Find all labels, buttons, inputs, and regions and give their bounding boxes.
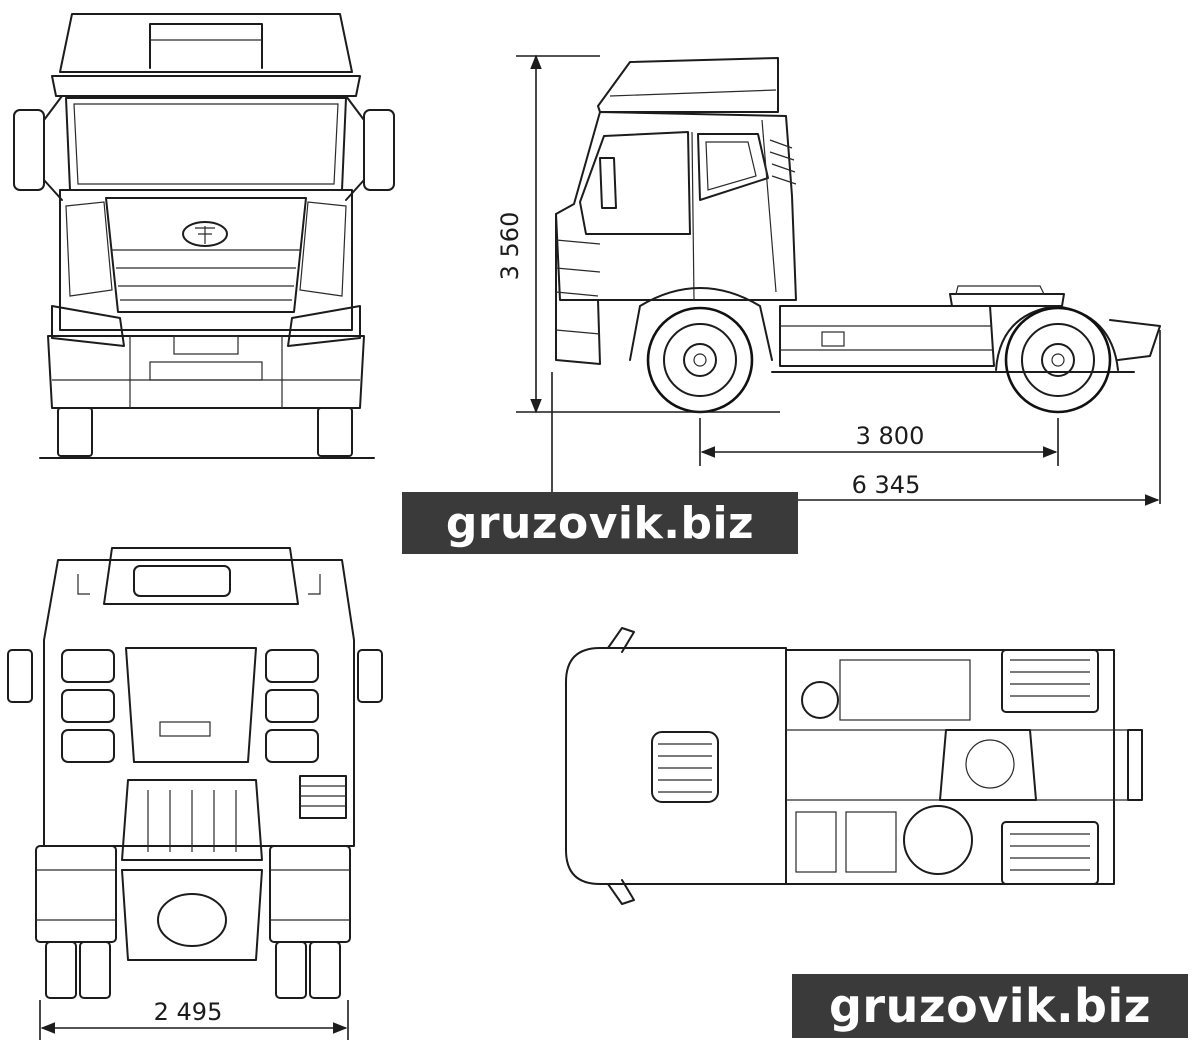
rear-wheel bbox=[1004, 306, 1112, 414]
brand-emblem-icon bbox=[182, 221, 228, 247]
left-headlight bbox=[51, 305, 125, 347]
width-dimension-label: 2 495 bbox=[154, 998, 223, 1026]
right-headlight bbox=[287, 305, 361, 347]
top-view bbox=[565, 627, 1143, 905]
left-mirror bbox=[13, 95, 63, 201]
wheelbase-dimension-label: 3 800 bbox=[856, 422, 925, 450]
rear-view: 2 495 bbox=[7, 547, 383, 1040]
height-dimension-label: 3 560 bbox=[496, 212, 524, 281]
watermark-top: gruzovik.biz bbox=[402, 492, 798, 554]
side-view: 3 560 3 800 6 345 bbox=[496, 54, 1161, 506]
front-view bbox=[13, 13, 395, 459]
rear-storage-box bbox=[299, 775, 347, 819]
watermark-bottom-text: gruzovik.biz bbox=[828, 979, 1152, 1033]
length-dimension-label: 6 345 bbox=[852, 471, 921, 499]
watermark-bottom: gruzovik.biz bbox=[792, 974, 1188, 1038]
front-wheel bbox=[646, 306, 754, 414]
watermark-top-text: gruzovik.biz bbox=[445, 497, 755, 549]
right-mirror bbox=[345, 95, 395, 201]
